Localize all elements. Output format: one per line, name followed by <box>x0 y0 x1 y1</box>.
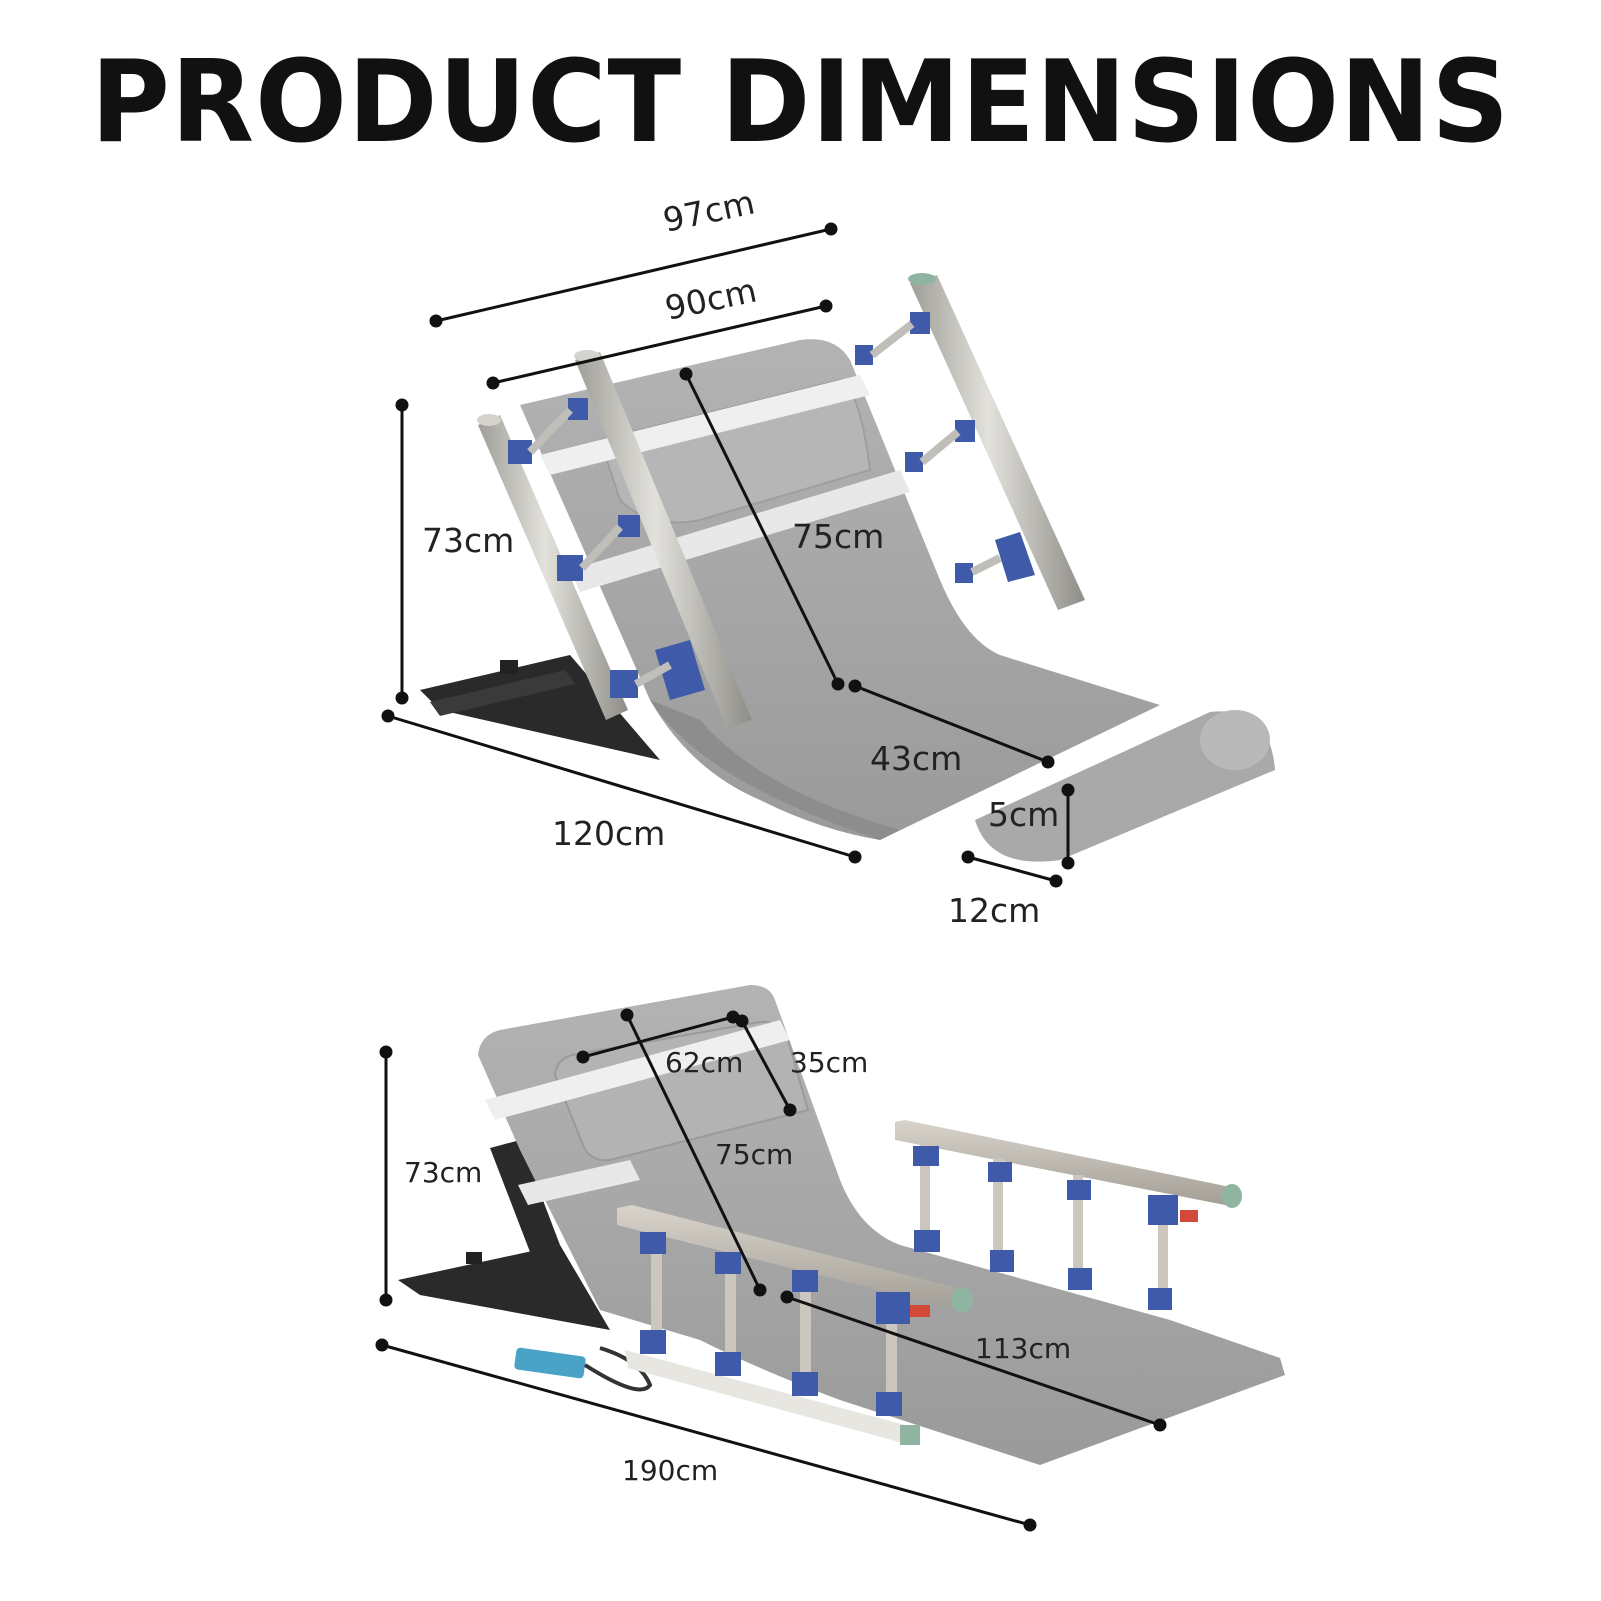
top-leg-bolster <box>975 711 1275 862</box>
bottom-front-side-rail <box>617 1205 973 1445</box>
bottom-height-label: 73cm <box>404 1156 482 1189</box>
bottom-back-side-rail <box>895 1120 1242 1310</box>
bottom-remote-control <box>514 1347 586 1379</box>
top-seat-depth-label: 43cm <box>870 739 962 778</box>
top-dimension-lines <box>381 222 1075 888</box>
bottom-base-frame <box>398 1245 610 1330</box>
top-width-outer-label: 97cm <box>660 182 758 239</box>
top-left-rail <box>477 350 752 728</box>
top-width-inner-label: 90cm <box>662 270 760 327</box>
bottom-dimension-labels: 62cm 35cm 73cm 75cm 113cm 190cm <box>404 1046 1071 1487</box>
bottom-total-length-label: 190cm <box>622 1454 718 1487</box>
top-pillow-height-label: 5cm <box>988 795 1059 834</box>
top-pillow-width-label: 12cm <box>948 891 1040 930</box>
bottom-back-length-label: 75cm <box>715 1138 793 1171</box>
bottom-pillow-height-label: 35cm <box>790 1046 868 1079</box>
page-title: PRODUCT DIMENSIONS <box>90 36 1511 169</box>
bottom-seat-length-label: 113cm <box>975 1332 1071 1365</box>
top-right-rail <box>855 273 1085 610</box>
bottom-bed-illustration <box>398 985 1285 1465</box>
top-height-label: 73cm <box>422 521 514 560</box>
top-backrest-illustration <box>420 273 1275 862</box>
top-back-length-label: 75cm <box>792 517 884 556</box>
bottom-pillow-width-label: 62cm <box>665 1046 743 1079</box>
top-base-length-label: 120cm <box>552 814 665 853</box>
bottom-dimension-lines <box>375 1008 1167 1532</box>
top-base-frame <box>420 655 660 760</box>
